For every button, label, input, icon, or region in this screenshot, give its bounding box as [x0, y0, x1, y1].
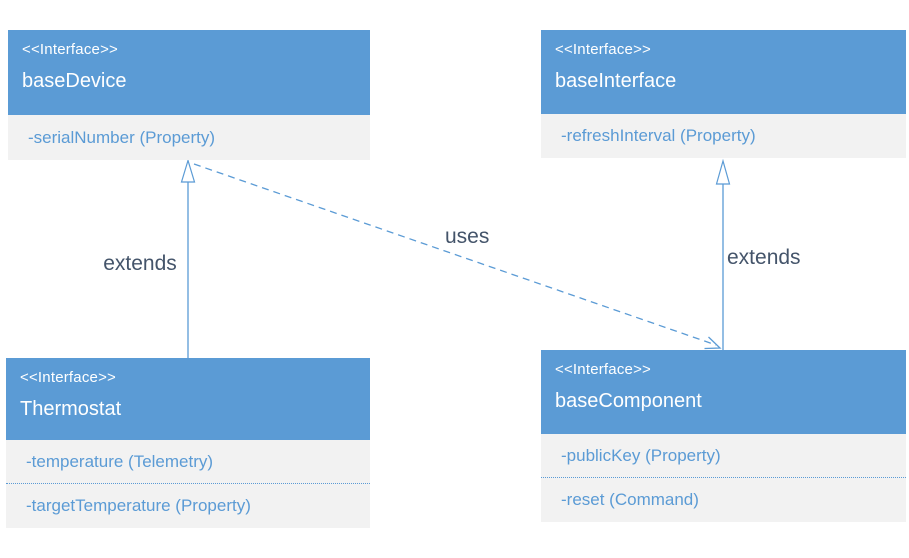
member-publickey: -publicKey (Property)	[561, 445, 721, 465]
member-temperature: -temperature (Telemetry)	[26, 451, 214, 471]
node-thermostat-members: -temperature (Telemetry) -targetTemperat…	[6, 440, 370, 528]
node-baseinterface-stereotype: <<Interface>>	[555, 41, 652, 58]
node-basecomponent: <<Interface>> baseComponent -publicKey (…	[541, 350, 906, 522]
node-basedevice-members: -serialNumber (Property)	[8, 115, 370, 160]
node-baseinterface-header: <<Interface>> baseInterface	[541, 30, 906, 114]
member-targettemperature: -targetTemperature (Property)	[6, 483, 370, 528]
node-baseinterface-name: baseInterface	[555, 70, 677, 92]
edge-label-uses: uses	[445, 225, 490, 248]
node-basecomponent-members: -publicKey (Property) -reset (Command)	[541, 434, 906, 522]
member-refreshinterval: -refreshInterval (Property)	[561, 126, 756, 145]
node-thermostat: <<Interface>> Thermostat -temperature (T…	[6, 358, 370, 528]
node-basedevice-stereotype: <<Interface>>	[22, 41, 119, 58]
node-basedevice-header: <<Interface>> baseDevice	[8, 30, 370, 115]
node-baseinterface-members: -refreshInterval (Property)	[541, 114, 906, 158]
node-basecomponent-header: <<Interface>> baseComponent	[541, 350, 906, 434]
node-basedevice: <<Interface>> baseDevice -serialNumber (…	[8, 30, 370, 160]
node-basecomponent-name: baseComponent	[555, 390, 702, 412]
node-thermostat-header: <<Interface>> Thermostat	[6, 358, 370, 440]
edge-label-extends-right: extends	[727, 246, 801, 269]
edge-uses-basedevice-to-basecomponent	[193, 163, 722, 350]
member-reset: -reset (Command)	[541, 477, 906, 522]
node-basedevice-name: baseDevice	[22, 70, 127, 92]
member-serialnumber: -serialNumber (Property)	[28, 127, 216, 147]
node-basecomponent-stereotype: <<Interface>>	[555, 361, 652, 378]
node-baseinterface: <<Interface>> baseInterface -refreshInte…	[541, 30, 906, 158]
node-thermostat-stereotype: <<Interface>>	[20, 369, 117, 386]
node-thermostat-name: Thermostat	[20, 398, 122, 420]
hollow-triangle-arrowhead	[715, 158, 731, 185]
open-arrowhead	[704, 336, 722, 350]
edge-label-extends-left: extends	[103, 252, 177, 275]
hollow-triangle-arrowhead	[180, 158, 196, 183]
